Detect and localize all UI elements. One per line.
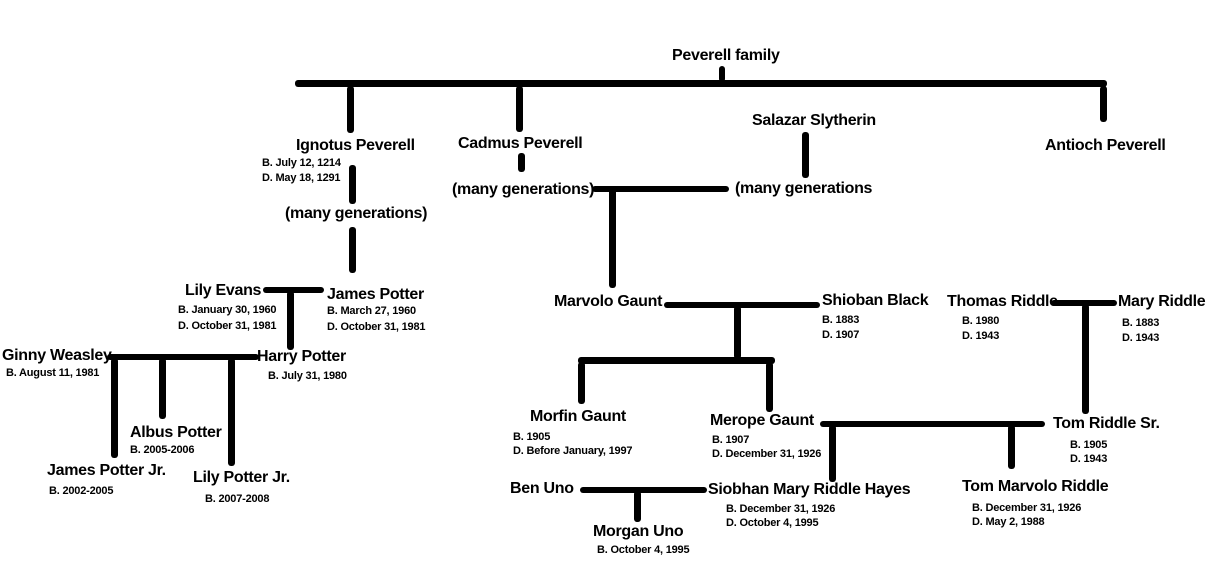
tom-marvolo-drop-line bbox=[1008, 425, 1015, 469]
person-date-ignotus-peverell: B. July 12, 1214 bbox=[262, 157, 341, 169]
title-stub-line bbox=[719, 66, 725, 82]
james-jr-drop-line bbox=[111, 358, 118, 458]
harry-drop-line bbox=[287, 291, 294, 350]
person-date-ignotus-peverell: D. May 18, 1291 bbox=[262, 172, 341, 184]
person-name-morfin-gaunt: Morfin Gaunt bbox=[530, 408, 626, 425]
person-name-siobhan-mary-riddle-hayes: Siobhan Mary Riddle Hayes bbox=[708, 481, 911, 498]
generations-marriage-line bbox=[592, 186, 729, 192]
person-name-marvolo-gaunt: Marvolo Gaunt bbox=[554, 293, 663, 310]
person-name-lily-potter-jr: Lily Potter Jr. bbox=[193, 469, 290, 486]
gaunt-children-drop-line bbox=[734, 306, 741, 359]
person-date-shioban-black: B. 1883 bbox=[822, 314, 860, 326]
merope-drop-line bbox=[766, 362, 773, 412]
person-name-ben-uno: Ben Uno bbox=[510, 480, 574, 497]
person-date-siobhan-mary-riddle-hayes: B. December 31, 1926 bbox=[726, 503, 836, 515]
person-name-tom-marvolo-riddle: Tom Marvolo Riddle bbox=[962, 478, 1109, 495]
person-date-morfin-gaunt: B. 1905 bbox=[513, 431, 551, 443]
person-date-lily-potter-jr: B. 2007-2008 bbox=[205, 493, 270, 505]
person-date-morfin-gaunt: D. Before January, 1997 bbox=[513, 445, 633, 457]
albus-drop-line bbox=[159, 358, 166, 419]
lily-jr-drop-line bbox=[228, 358, 235, 466]
person-name-shioban-black: Shioban Black bbox=[822, 292, 929, 309]
potter-children-bar-line bbox=[107, 354, 259, 360]
person-date-lily-evans: B. January 30, 1960 bbox=[178, 304, 277, 316]
person-date-mary-riddle: D. 1943 bbox=[1122, 332, 1160, 344]
person-date-james-potter: B. March 27, 1960 bbox=[327, 305, 416, 317]
marvolo-shioban-marriage-line bbox=[664, 302, 820, 308]
person-date-tom-marvolo-riddle: D. May 2, 1988 bbox=[972, 516, 1045, 528]
person-name-lily-evans: Lily Evans bbox=[185, 282, 262, 299]
merope-tom-marriage-line bbox=[820, 421, 1045, 427]
person-date-tom-marvolo-riddle: B. December 31, 1926 bbox=[972, 502, 1082, 514]
cadmus-drop-line bbox=[516, 86, 523, 132]
thomas-mary-marriage-line bbox=[1051, 300, 1117, 306]
ben-siobhan-marriage-line bbox=[580, 487, 707, 493]
person-date-morgan-uno: B. October 4, 1995 bbox=[597, 544, 690, 556]
person-name-james-potter: James Potter bbox=[327, 286, 424, 303]
person-date-shioban-black: D. 1907 bbox=[822, 329, 860, 341]
person-date-mary-riddle: B. 1883 bbox=[1122, 317, 1160, 329]
gaunt-sibling-bar-line bbox=[578, 357, 775, 364]
person-date-james-potter-jr: B. 2002-2005 bbox=[49, 485, 114, 497]
siobhan-drop-line bbox=[829, 425, 836, 482]
person-date-merope-gaunt: B. 1907 bbox=[712, 434, 750, 446]
person-name-mary-riddle: Mary Riddle bbox=[1118, 293, 1206, 310]
person-name-thomas-riddle: Thomas Riddle bbox=[947, 293, 1058, 310]
person-date-lily-evans: D. October 31, 1981 bbox=[178, 320, 277, 332]
person-name-salazar-generations: (many generations bbox=[735, 180, 873, 197]
person-date-tom-riddle-sr: B. 1905 bbox=[1070, 439, 1108, 451]
peverell-sibling-bar-line bbox=[295, 80, 1107, 87]
person-date-thomas-riddle: B. 1980 bbox=[962, 315, 1000, 327]
generations-james-link-line bbox=[349, 227, 356, 273]
person-name-james-potter-jr: James Potter Jr. bbox=[47, 462, 166, 479]
person-name-albus-potter: Albus Potter bbox=[130, 424, 222, 441]
ignotus-generations-link-line bbox=[349, 165, 356, 204]
person-name-merope-gaunt: Merope Gaunt bbox=[710, 412, 814, 429]
person-date-albus-potter: B. 2005-2006 bbox=[130, 444, 195, 456]
tom-sr-drop-line bbox=[1082, 304, 1089, 414]
lily-james-marriage-line bbox=[263, 287, 324, 293]
person-date-ginny-weasley: B. August 11, 1981 bbox=[6, 367, 100, 379]
person-name-tom-riddle-sr: Tom Riddle Sr. bbox=[1053, 415, 1160, 432]
person-name-cadmus-generations: (many generations) bbox=[452, 181, 595, 198]
morfin-drop-line bbox=[578, 362, 585, 404]
morgan-drop-line bbox=[634, 491, 641, 522]
person-date-james-potter: D. October 31, 1981 bbox=[327, 321, 426, 333]
person-date-harry-potter: B. July 31, 1980 bbox=[268, 370, 347, 382]
person-name-cadmus-peverell: Cadmus Peverell bbox=[458, 135, 583, 152]
person-name-ignotus-generations: (many generations) bbox=[285, 205, 428, 222]
person-date-thomas-riddle: D. 1943 bbox=[962, 330, 1000, 342]
salazar-generations-link-line bbox=[802, 132, 809, 178]
ignotus-drop-line bbox=[347, 86, 354, 133]
person-name-harry-potter: Harry Potter bbox=[257, 348, 346, 365]
person-name-salazar-slytherin: Salazar Slytherin bbox=[752, 112, 876, 129]
person-date-tom-riddle-sr: D. 1943 bbox=[1070, 453, 1108, 465]
person-date-merope-gaunt: D. December 31, 1926 bbox=[712, 448, 822, 460]
person-name-ginny-weasley: Ginny Weasley bbox=[2, 347, 112, 364]
person-date-siobhan-mary-riddle-hayes: D. October 4, 1995 bbox=[726, 517, 819, 529]
person-name-morgan-uno: Morgan Uno bbox=[593, 523, 684, 540]
cadmus-generations-link-line bbox=[518, 153, 525, 172]
person-name-antioch-peverell: Antioch Peverell bbox=[1045, 137, 1166, 154]
person-name-ignotus-peverell: Ignotus Peverell bbox=[296, 137, 415, 154]
person-name-peverell-family: Peverell family bbox=[672, 47, 780, 64]
marvolo-drop-line bbox=[609, 189, 616, 288]
antioch-drop-line bbox=[1100, 86, 1107, 122]
